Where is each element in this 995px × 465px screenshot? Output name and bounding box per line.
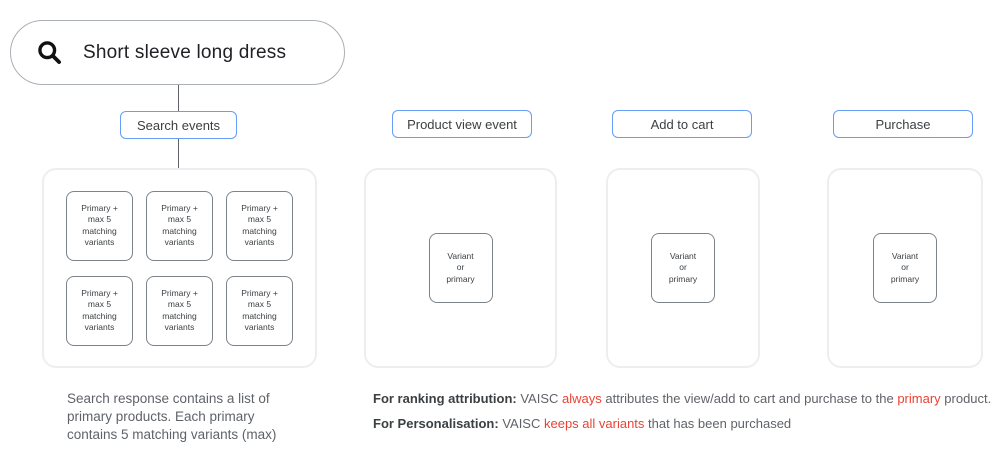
primary-variants-box: Primary + max 5 matching variants — [226, 190, 293, 261]
ranking-attribution-label: For ranking attribution: — [373, 391, 517, 406]
add-to-cart-container: Variant or primary — [606, 168, 760, 368]
personalisation-note-text: that has been purchased — [644, 416, 792, 431]
variant-or-primary-box: Variant or primary — [873, 233, 937, 303]
search-events-container: Primary + max 5 matching variants Primar… — [42, 168, 317, 368]
connector-line-top — [177, 85, 179, 111]
primary-variants-box: Primary + max 5 matching variants — [66, 275, 133, 346]
search-response-caption: Search response contains a list of prima… — [67, 391, 277, 442]
label-search-events-text: Search events — [136, 117, 221, 133]
ranking-note-text: attributes the view/add to cart and purc… — [601, 391, 898, 406]
label-product-view-event: Product view event — [392, 110, 532, 138]
search-icon — [38, 41, 61, 64]
product-view-container: Variant or primary — [364, 168, 557, 368]
search-query-text: Short sleeve long dress — [83, 41, 287, 63]
label-add-to-cart: Add to cart — [612, 110, 752, 138]
variant-or-primary-box: Variant or primary — [651, 233, 715, 303]
primary-variants-box: Primary + max 5 matching variants — [226, 275, 293, 346]
primary-variants-box: Primary + max 5 matching variants — [146, 190, 213, 261]
connector-line-bottom — [177, 139, 179, 168]
variant-or-primary-box: Variant or primary — [428, 233, 493, 303]
purchase-container: Variant or primary — [827, 168, 983, 368]
label-product-view-event-text: Product view event — [407, 116, 517, 132]
label-purchase-text: Purchase — [875, 116, 931, 132]
ranking-highlight-always: always — [562, 391, 602, 406]
personalisation-note-text: VAISC — [498, 416, 544, 431]
search-bar: Short sleeve long dress — [10, 20, 345, 85]
personalisation-label: For Personalisation: — [373, 416, 499, 431]
attribution-notes: For ranking attribution: VAISC always at… — [373, 390, 993, 440]
primary-variants-box: Primary + max 5 matching variants — [66, 190, 133, 261]
ranking-note-text: VAISC — [516, 391, 562, 406]
personalisation-highlight-variants: keeps all variants — [543, 416, 645, 431]
ranking-attribution-note: For ranking attribution: VAISC always at… — [373, 390, 993, 407]
ranking-note-text: product. — [940, 391, 992, 406]
label-purchase: Purchase — [833, 110, 973, 138]
ranking-highlight-primary: primary — [897, 391, 941, 406]
primary-variants-box: Primary + max 5 matching variants — [146, 275, 213, 346]
personalisation-note: For Personalisation: VAISC keeps all var… — [373, 415, 993, 432]
label-add-to-cart-text: Add to cart — [650, 116, 714, 132]
label-search-events: Search events — [120, 111, 237, 139]
